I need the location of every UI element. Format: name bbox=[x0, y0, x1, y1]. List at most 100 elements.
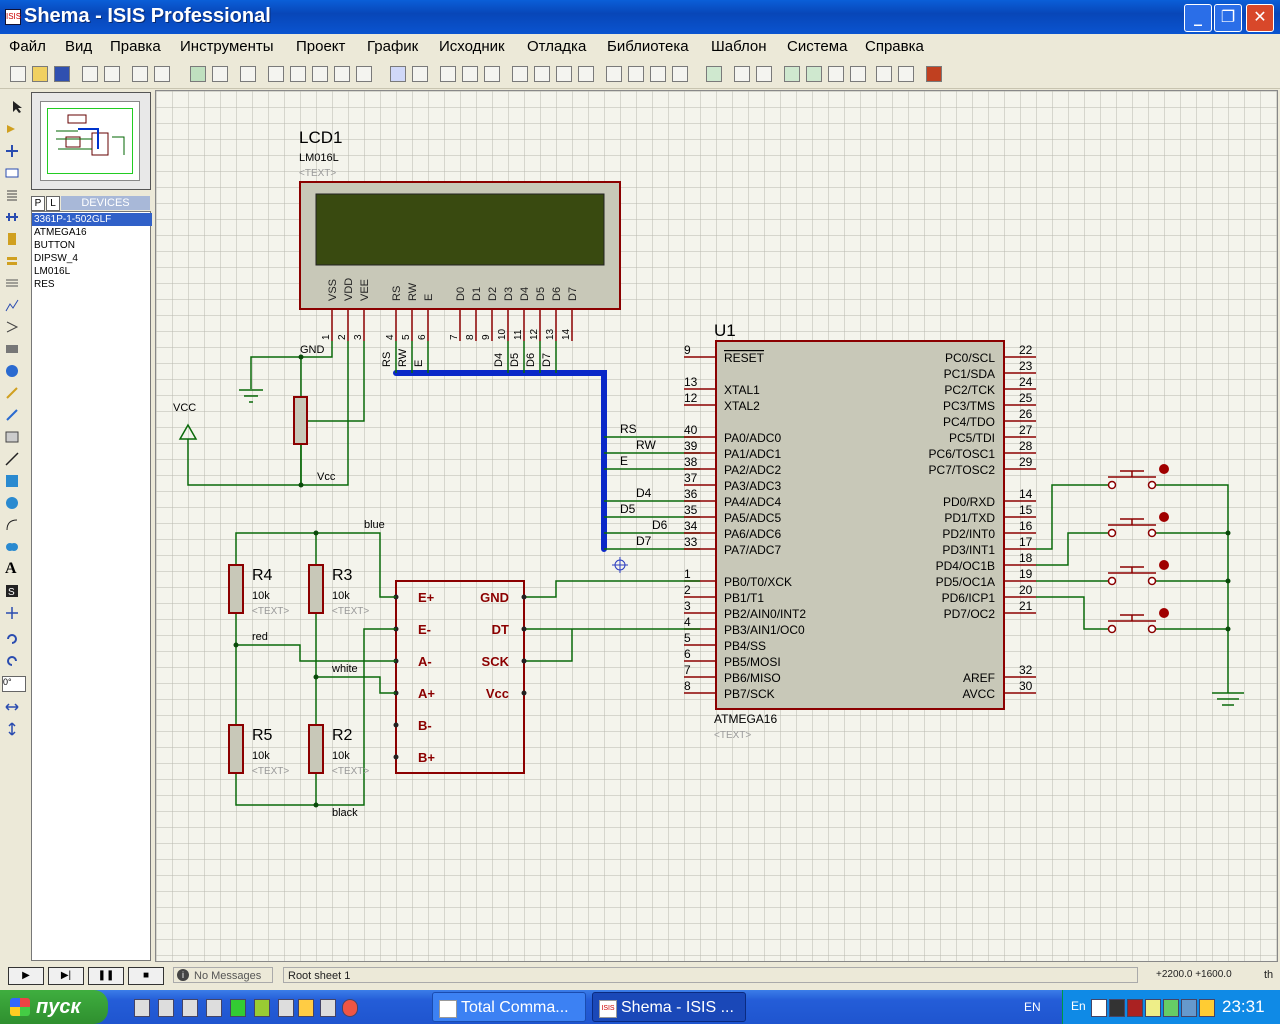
ares-icon[interactable] bbox=[926, 66, 942, 82]
refresh-icon[interactable] bbox=[190, 66, 206, 82]
redo-icon[interactable] bbox=[412, 66, 428, 82]
quicklaunch-icon[interactable] bbox=[158, 999, 174, 1017]
list-item[interactable]: 3361P-1-502GLF bbox=[32, 213, 152, 226]
menu-library[interactable]: Библиотека bbox=[607, 38, 689, 55]
box-tool-icon[interactable] bbox=[5, 474, 19, 488]
list-item[interactable]: DIPSW_4 bbox=[34, 253, 78, 264]
push-button[interactable] bbox=[1107, 608, 1169, 634]
tray-icon[interactable] bbox=[1163, 999, 1179, 1017]
undo-icon[interactable] bbox=[390, 66, 406, 82]
device-list[interactable]: 3361P-1-502GLF ATMEGA16 BUTTON DIPSW_4 L… bbox=[31, 211, 152, 961]
bom-icon[interactable] bbox=[876, 66, 892, 82]
language-indicator[interactable]: EN bbox=[1024, 1000, 1041, 1014]
overview-window[interactable] bbox=[31, 92, 151, 190]
task-isis[interactable]: ISIS Shema - ISIS ... bbox=[592, 992, 746, 1022]
arc-tool-icon[interactable] bbox=[5, 518, 19, 532]
menu-view[interactable]: Вид bbox=[65, 38, 93, 55]
input-lang[interactable]: En bbox=[1071, 999, 1086, 1013]
menu-source[interactable]: Исходник bbox=[439, 38, 505, 55]
quicklaunch-icon[interactable] bbox=[278, 999, 294, 1017]
hx711-pin[interactable] bbox=[521, 626, 527, 632]
play-button[interactable]: ▶ bbox=[8, 967, 44, 985]
origin-icon[interactable] bbox=[240, 66, 256, 82]
voltage-probe-icon[interactable] bbox=[5, 364, 19, 378]
zoom-out-icon[interactable] bbox=[312, 66, 328, 82]
quicklaunch-icon[interactable] bbox=[230, 999, 246, 1017]
paste-icon[interactable] bbox=[484, 66, 500, 82]
add-sheet-icon[interactable] bbox=[806, 66, 822, 82]
lcd-component[interactable]: LCD1 LM016L <TEXT> VSS1VDD2VEE3RS4RW5E6D… bbox=[299, 128, 621, 341]
isis-app-icon[interactable]: ISIS bbox=[5, 9, 21, 25]
start-button[interactable]: пуск bbox=[0, 990, 108, 1024]
quicklaunch-icon[interactable] bbox=[182, 999, 198, 1017]
menu-debug[interactable]: Отладка bbox=[527, 38, 587, 55]
tray-icon[interactable] bbox=[1145, 999, 1161, 1017]
export-icon[interactable] bbox=[104, 66, 120, 82]
marker-tool-icon[interactable] bbox=[5, 606, 19, 620]
zoom-area-icon[interactable] bbox=[356, 66, 372, 82]
push-button[interactable] bbox=[1107, 464, 1169, 490]
symbol-tool-icon[interactable]: S bbox=[5, 584, 19, 598]
goto-sheet-icon[interactable] bbox=[850, 66, 866, 82]
messages-status[interactable]: i No Messages bbox=[173, 967, 273, 983]
browser-icon[interactable] bbox=[342, 999, 358, 1017]
area-icon[interactable] bbox=[154, 66, 170, 82]
zoom-in-icon[interactable] bbox=[290, 66, 306, 82]
path-tool-icon[interactable] bbox=[5, 540, 19, 554]
list-item[interactable]: RES bbox=[34, 279, 55, 290]
block-copy-icon[interactable] bbox=[512, 66, 528, 82]
rotate-ccw-icon[interactable] bbox=[5, 654, 19, 668]
task-total-commander[interactable]: Total Comma... bbox=[432, 992, 586, 1022]
make-device-icon[interactable] bbox=[628, 66, 644, 82]
menu-edit[interactable]: Правка bbox=[110, 38, 161, 55]
pick-device-icon[interactable] bbox=[606, 66, 622, 82]
wire-autorouter-icon[interactable] bbox=[706, 66, 722, 82]
decompose-icon[interactable] bbox=[672, 66, 688, 82]
bus-icon[interactable] bbox=[5, 210, 19, 224]
copy-icon[interactable] bbox=[462, 66, 478, 82]
mirror-x-icon[interactable] bbox=[5, 700, 19, 714]
data-bus[interactable] bbox=[393, 370, 607, 552]
new-icon[interactable] bbox=[10, 66, 26, 82]
grid-icon[interactable] bbox=[212, 66, 228, 82]
circle-tool-icon[interactable] bbox=[5, 496, 19, 510]
open-icon[interactable] bbox=[32, 66, 48, 82]
virtual-instruments-icon[interactable] bbox=[5, 408, 19, 422]
potentiometer[interactable] bbox=[293, 396, 308, 445]
print-icon[interactable] bbox=[132, 66, 148, 82]
packaging-icon[interactable] bbox=[650, 66, 666, 82]
junction-dot-icon[interactable] bbox=[5, 144, 19, 158]
wire-label-icon[interactable] bbox=[5, 166, 19, 180]
text-script-icon[interactable] bbox=[5, 188, 19, 202]
push-button[interactable] bbox=[1107, 512, 1169, 538]
menu-help[interactable]: Справка bbox=[865, 38, 924, 55]
hx711-pin[interactable] bbox=[521, 690, 527, 696]
menu-file[interactable]: Файл bbox=[9, 38, 46, 55]
tray-icon[interactable] bbox=[1109, 999, 1125, 1017]
menu-project[interactable]: Проект bbox=[296, 38, 346, 55]
rotate-cw-icon[interactable] bbox=[5, 632, 19, 646]
graph-mode-icon[interactable] bbox=[5, 298, 19, 312]
pan-icon[interactable] bbox=[268, 66, 284, 82]
save-icon[interactable] bbox=[54, 66, 70, 82]
minimize-button[interactable]: _ bbox=[1184, 4, 1212, 32]
maximize-button[interactable]: ❐ bbox=[1214, 4, 1242, 32]
terminals-icon[interactable] bbox=[5, 254, 19, 268]
block-rotate-icon[interactable] bbox=[556, 66, 572, 82]
property-tool-icon[interactable] bbox=[756, 66, 772, 82]
component-mode-icon[interactable] bbox=[5, 122, 19, 136]
current-probe-icon[interactable] bbox=[5, 386, 19, 400]
tray-icon[interactable] bbox=[1199, 999, 1215, 1017]
library-manager-tab[interactable]: L bbox=[46, 196, 60, 211]
zoom-all-icon[interactable] bbox=[334, 66, 350, 82]
menu-graph[interactable]: График bbox=[367, 38, 419, 55]
push-button[interactable] bbox=[1107, 560, 1169, 586]
generator-icon[interactable] bbox=[5, 342, 19, 356]
menu-system[interactable]: Система bbox=[787, 38, 848, 55]
subcircuit-icon[interactable] bbox=[5, 232, 19, 246]
step-button[interactable]: ▶| bbox=[48, 967, 84, 985]
list-item[interactable]: ATMEGA16 bbox=[34, 227, 87, 238]
